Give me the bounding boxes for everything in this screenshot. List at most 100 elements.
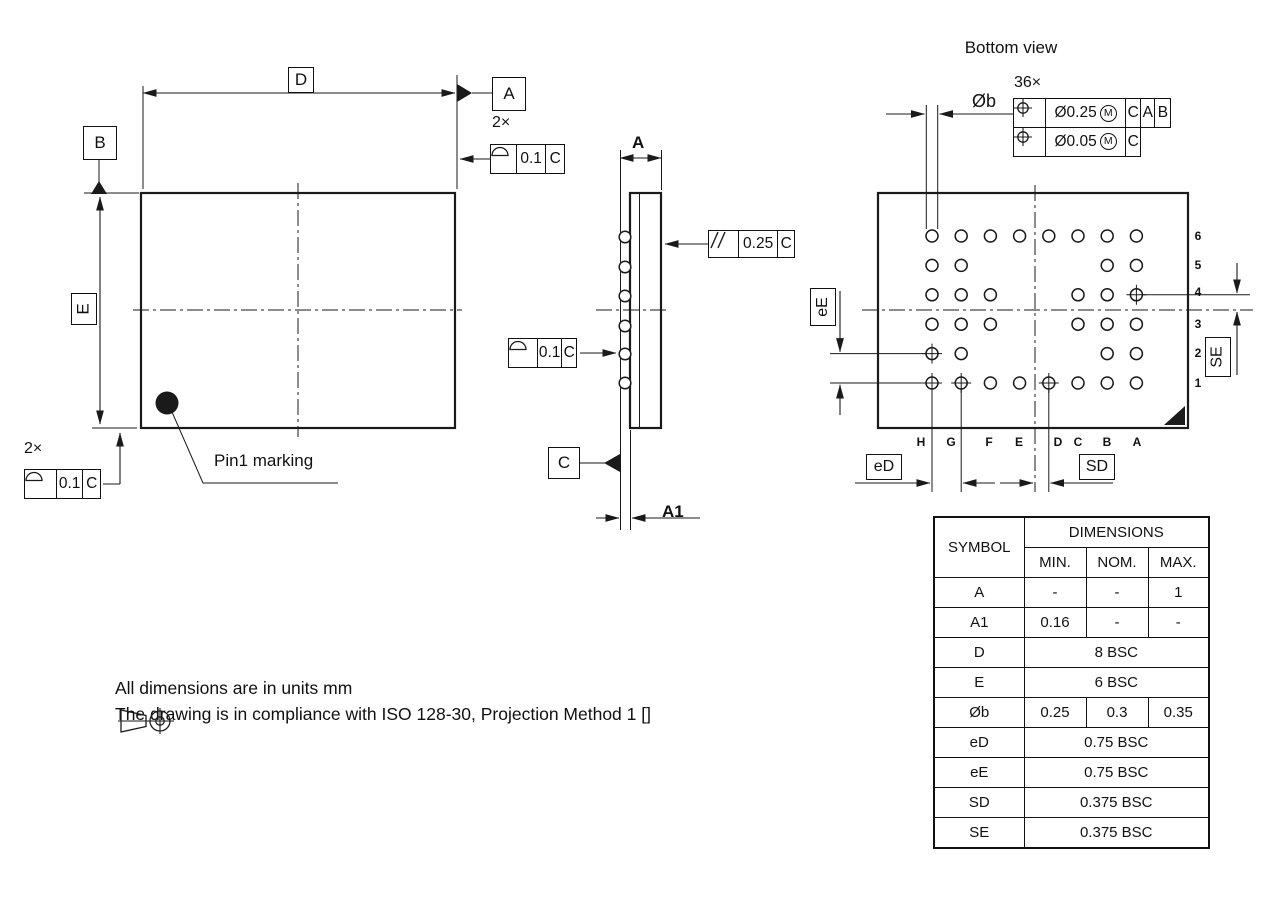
solder-ball — [1071, 229, 1085, 243]
solder-ball — [1071, 317, 1085, 331]
solder-ball — [1129, 317, 1144, 331]
pin1-leader — [171, 411, 338, 484]
solder-ball — [1100, 229, 1114, 243]
solder-ball — [1100, 258, 1114, 273]
dim-e-label: E — [71, 293, 97, 325]
col-label: F — [985, 435, 993, 449]
solder-ball — [954, 229, 968, 243]
bottom-view — [830, 105, 1253, 492]
solder-ball — [1129, 258, 1144, 273]
count-top: 2× — [492, 114, 511, 131]
row-label: 1 — [1194, 376, 1202, 390]
dim-ed-label: eD — [866, 454, 902, 480]
col-label: G — [946, 435, 956, 449]
mmc-modifier-icon: M — [1099, 133, 1117, 151]
profile-of-surface-icon — [24, 469, 57, 499]
solder-ball — [1100, 346, 1114, 361]
datum-a-triangle-icon — [457, 84, 472, 102]
dim-a1-text: A1 — [662, 502, 684, 521]
header-symbol: SYMBOL — [933, 516, 1025, 578]
bottom-view-title: Bottom view — [964, 38, 1058, 57]
note-units: All dimensions are in units mm — [115, 678, 353, 698]
col-label: D — [1053, 435, 1063, 449]
note-projection: The drawing is in compliance with ISO 12… — [115, 705, 651, 734]
datum-b-triangle-icon — [91, 181, 107, 194]
row-label: 4 — [1194, 285, 1202, 299]
datum-c-label: C — [548, 447, 580, 479]
solder-ball — [1129, 376, 1144, 390]
solder-ball — [1042, 229, 1056, 243]
dim-ee-label: eE — [810, 288, 836, 326]
solder-ball — [954, 346, 968, 361]
fcf-profile-bottom: 0.1 C — [24, 469, 102, 499]
plan-view — [84, 75, 492, 485]
solder-ball — [1129, 346, 1144, 361]
datum-c-triangle-icon — [604, 454, 620, 472]
row-label: 2 — [1194, 346, 1202, 360]
row-label: 5 — [1194, 258, 1202, 272]
solder-ball — [925, 288, 939, 302]
solder-ball — [954, 288, 968, 302]
dia-b-label: Øb — [972, 91, 997, 111]
header-dimensions: DIMENSIONS — [1023, 516, 1210, 548]
solder-ball — [983, 229, 998, 243]
solder-ball — [954, 258, 968, 273]
side-view — [580, 150, 708, 530]
solder-ball — [983, 376, 998, 390]
col-label: C — [1073, 435, 1083, 449]
dim-a-text: A — [632, 133, 645, 152]
solder-ball — [925, 258, 939, 273]
solder-ball — [925, 317, 939, 331]
table-row: A--1 — [933, 577, 1210, 608]
table-header-row: SYMBOL DIMENSIONS — [933, 516, 1210, 578]
col-label: H — [916, 435, 926, 449]
dim-se-label: SE — [1205, 337, 1231, 377]
row-label: 6 — [1194, 229, 1202, 243]
col-label: E — [1014, 435, 1023, 449]
datum-a-label: A — [492, 77, 526, 111]
true-position-icon — [1013, 98, 1046, 128]
solder-ball — [983, 288, 998, 302]
solder-ball — [925, 229, 939, 243]
true-position-icon — [1013, 126, 1046, 157]
col-label: A — [1132, 435, 1142, 449]
solder-ball — [1071, 376, 1085, 390]
fcf-profile-top: 0.1 C — [490, 144, 566, 174]
row-label: 3 — [1194, 317, 1202, 331]
pin1-marking-dot — [155, 391, 179, 415]
fcf-parallelism: 0.25 C — [708, 230, 796, 258]
pin1-corner-chamfer — [1164, 406, 1185, 425]
ball-count: 36× — [1014, 74, 1042, 91]
solder-ball — [983, 317, 998, 331]
solder-ball — [1100, 376, 1114, 390]
profile-of-surface-icon — [508, 338, 538, 368]
solder-ball — [1100, 317, 1114, 331]
count-bottom: 2× — [24, 440, 43, 457]
ball-grid — [922, 229, 1147, 393]
solder-ball — [1012, 229, 1027, 243]
solder-ball — [1012, 376, 1027, 390]
profile-of-surface-icon — [490, 144, 517, 174]
first-angle-projection-icon — [118, 708, 174, 734]
solder-ball — [1129, 229, 1144, 243]
solder-ball — [1071, 288, 1085, 302]
col-label: B — [1102, 435, 1112, 449]
dim-d-label: D — [288, 67, 314, 93]
pin1-label: Pin1 marking — [214, 451, 314, 470]
mmc-modifier-icon: M — [1099, 104, 1117, 122]
dim-sd-label: SD — [1079, 454, 1115, 480]
fcf-profile-side: 0.1 C — [508, 338, 578, 368]
solder-ball — [954, 317, 968, 331]
